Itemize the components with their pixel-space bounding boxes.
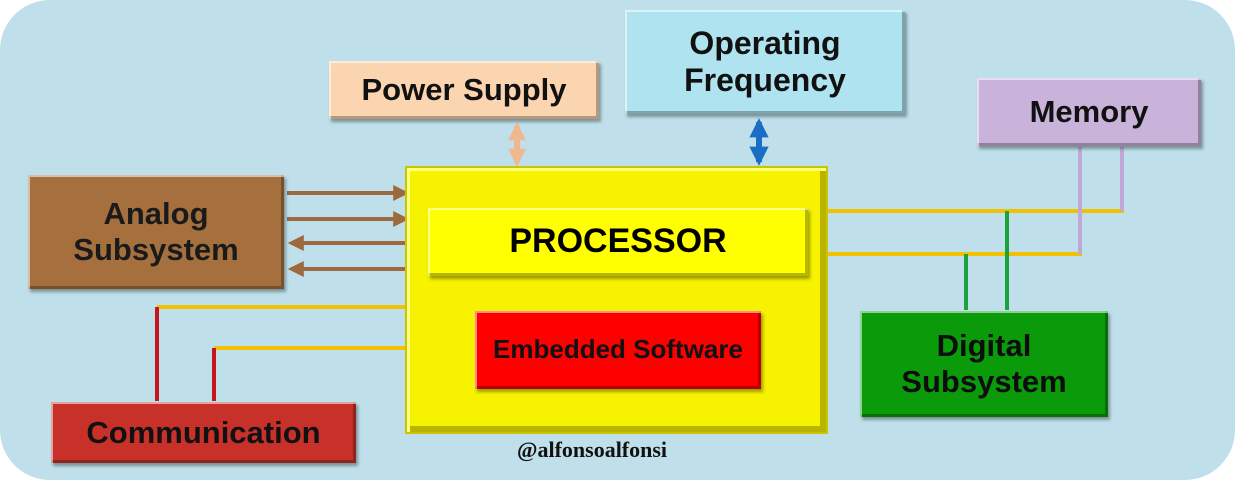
processor-label: PROCESSOR [509,222,727,261]
digital-subsystem-block: Digital Subsystem [860,311,1108,417]
embedded-software-block: Embedded Software [475,311,761,389]
operating-frequency-block: Operating Frequency [625,10,905,114]
analog-label-2: Subsystem [73,232,239,267]
memory-label: Memory [1029,94,1149,130]
communication-block: Communication [51,402,356,463]
memory-block: Memory [977,78,1201,146]
digital-label-1: Digital [936,328,1032,364]
embedded-software-label: Embedded Software [493,334,743,365]
analog-label-1: Analog [103,196,209,232]
watermark-text: @alfonsoalfonsi [517,437,668,462]
communication-label: Communication [86,414,321,450]
processor-title-block: PROCESSOR [428,208,808,276]
power-supply-label: Power Supply [361,72,567,108]
operating-frequency-label-2: Frequency [684,62,846,98]
operating-frequency-label-1: Operating [689,25,841,62]
analog-subsystem-block: Analog Subsystem [28,175,284,289]
power-supply-block: Power Supply [329,61,599,119]
digital-label-2: Subsystem [901,364,1067,399]
